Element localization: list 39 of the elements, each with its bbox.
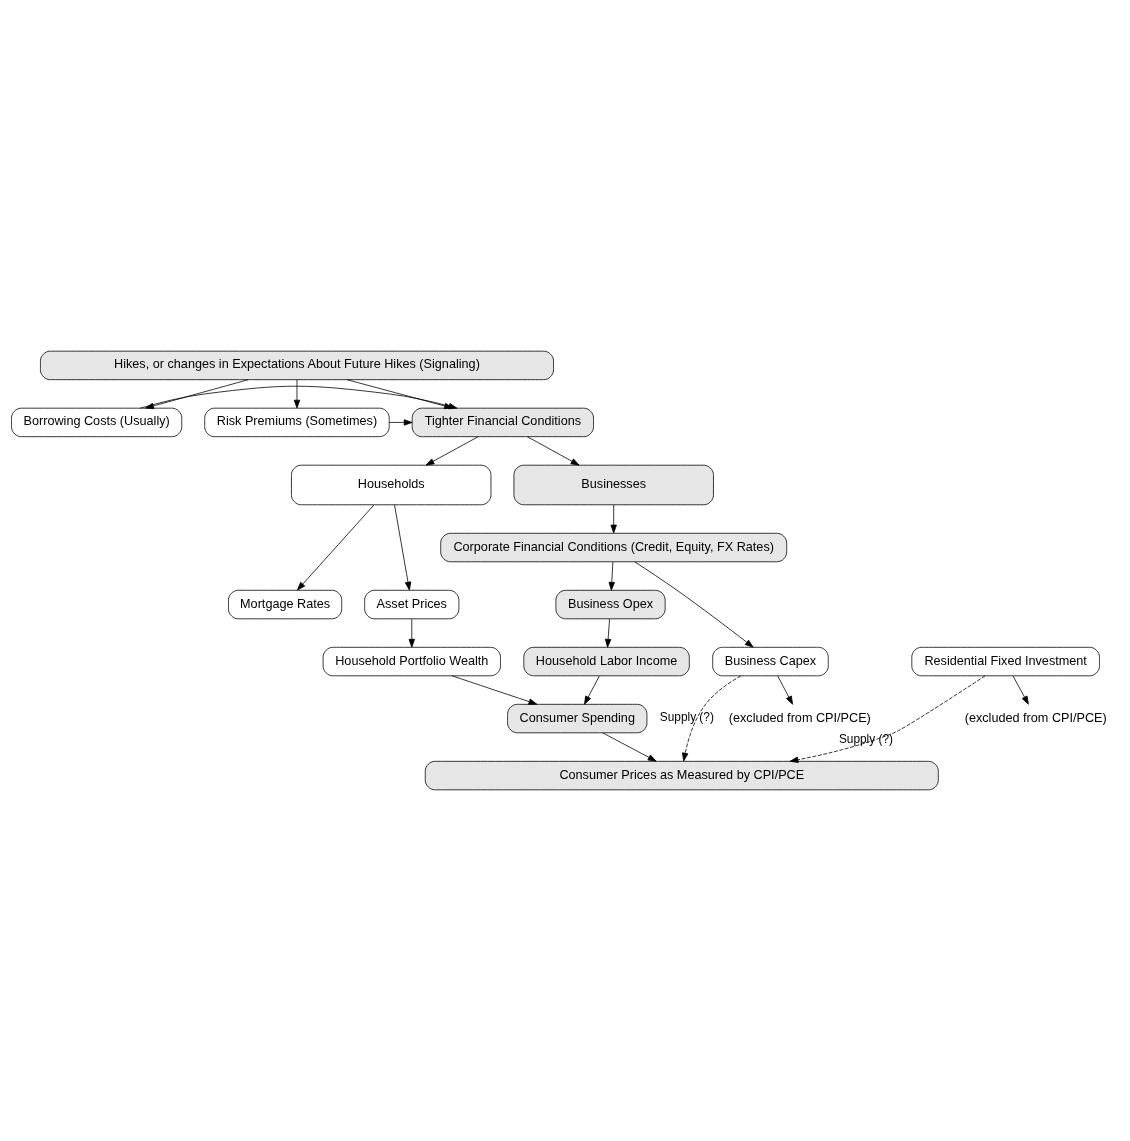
node-box: Consumer Spending xyxy=(507,703,648,734)
node-text: (excluded from CPI/PCE) xyxy=(728,710,871,725)
node-box: Mortgage Rates xyxy=(228,589,343,620)
node-box: Household Portfolio Wealth xyxy=(322,646,501,677)
arrow xyxy=(682,675,742,762)
arrow xyxy=(608,561,615,591)
node-box: Businesses xyxy=(513,464,714,506)
arrow xyxy=(777,675,793,705)
arrow xyxy=(610,504,617,534)
arrow xyxy=(634,561,754,648)
arrow xyxy=(408,618,415,648)
arrow xyxy=(145,379,249,410)
node-box: Residential Fixed Investment xyxy=(911,646,1100,677)
edge-label: Supply (?) xyxy=(659,710,714,725)
node-box: Corporate Financial Conditions (Credit, Equity, FX Rates) xyxy=(440,532,788,563)
arrow xyxy=(388,419,413,426)
node-box: Borrowing Costs (Usually) xyxy=(11,407,183,438)
arrow xyxy=(1012,675,1029,705)
node-box: Business Capex xyxy=(712,646,829,677)
arrow xyxy=(451,675,538,705)
arrow xyxy=(602,732,657,762)
node-box: Household Labor Income xyxy=(523,646,690,677)
node-box: Tighter Financial Conditions xyxy=(411,407,594,438)
arrow xyxy=(527,436,580,466)
node-box: Risk Premiums (Sometimes) xyxy=(204,407,390,438)
node-box: Business Opex xyxy=(555,589,666,620)
arrow xyxy=(789,675,986,763)
node-box: Households xyxy=(291,464,492,506)
node-box: Hikes, or changes in Expectations About Future Hikes (Signaling) xyxy=(40,350,554,381)
node-box: Consumer Prices as Measured by CPI/PCE xyxy=(424,760,939,791)
arrow xyxy=(293,379,301,409)
node-text: (excluded from CPI/PCE) xyxy=(964,710,1107,725)
arrow xyxy=(425,436,479,466)
arrow xyxy=(584,675,600,705)
arrow xyxy=(394,504,412,591)
node-box: Asset Prices xyxy=(364,589,460,620)
arrow xyxy=(297,504,375,591)
edge-label: Supply (?) xyxy=(838,731,893,746)
arrow xyxy=(604,618,612,648)
